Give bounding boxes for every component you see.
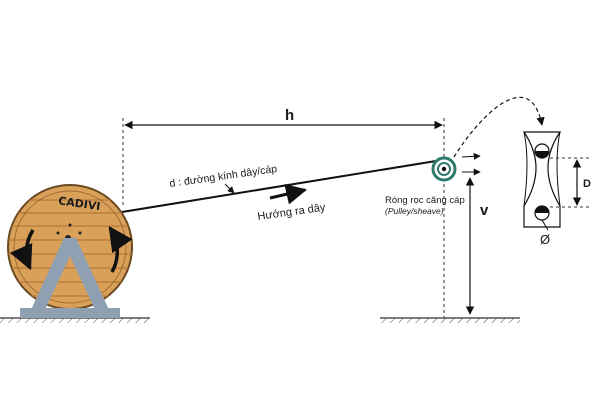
cable-line xyxy=(121,160,437,213)
D-dimension xyxy=(550,157,590,208)
diameter-pointer xyxy=(224,183,235,194)
sheave-detail xyxy=(522,131,562,231)
ground-left xyxy=(0,317,150,323)
pulley-sublabel: (Pulley/sheave) xyxy=(385,206,444,216)
v-label: v xyxy=(480,202,489,219)
pulley-label: Ròng rọc căng cáp xyxy=(385,195,465,206)
ground-right xyxy=(380,317,520,323)
reel-stand xyxy=(20,238,120,318)
pulley xyxy=(431,156,457,182)
direction-label: Hướng ra dây xyxy=(257,202,327,223)
detail-callout-curve xyxy=(453,96,545,158)
direction-arrow xyxy=(269,183,308,205)
pulley-exit-arrow xyxy=(461,152,481,160)
diameter-label: d : đường kính dây/cáp xyxy=(169,163,278,190)
diameter-symbol: Ø xyxy=(540,232,550,247)
h-dimension xyxy=(122,118,445,318)
D-label: D xyxy=(583,178,591,190)
brand-logo-text: CADIVI xyxy=(57,194,101,213)
h-label: h xyxy=(285,107,294,124)
